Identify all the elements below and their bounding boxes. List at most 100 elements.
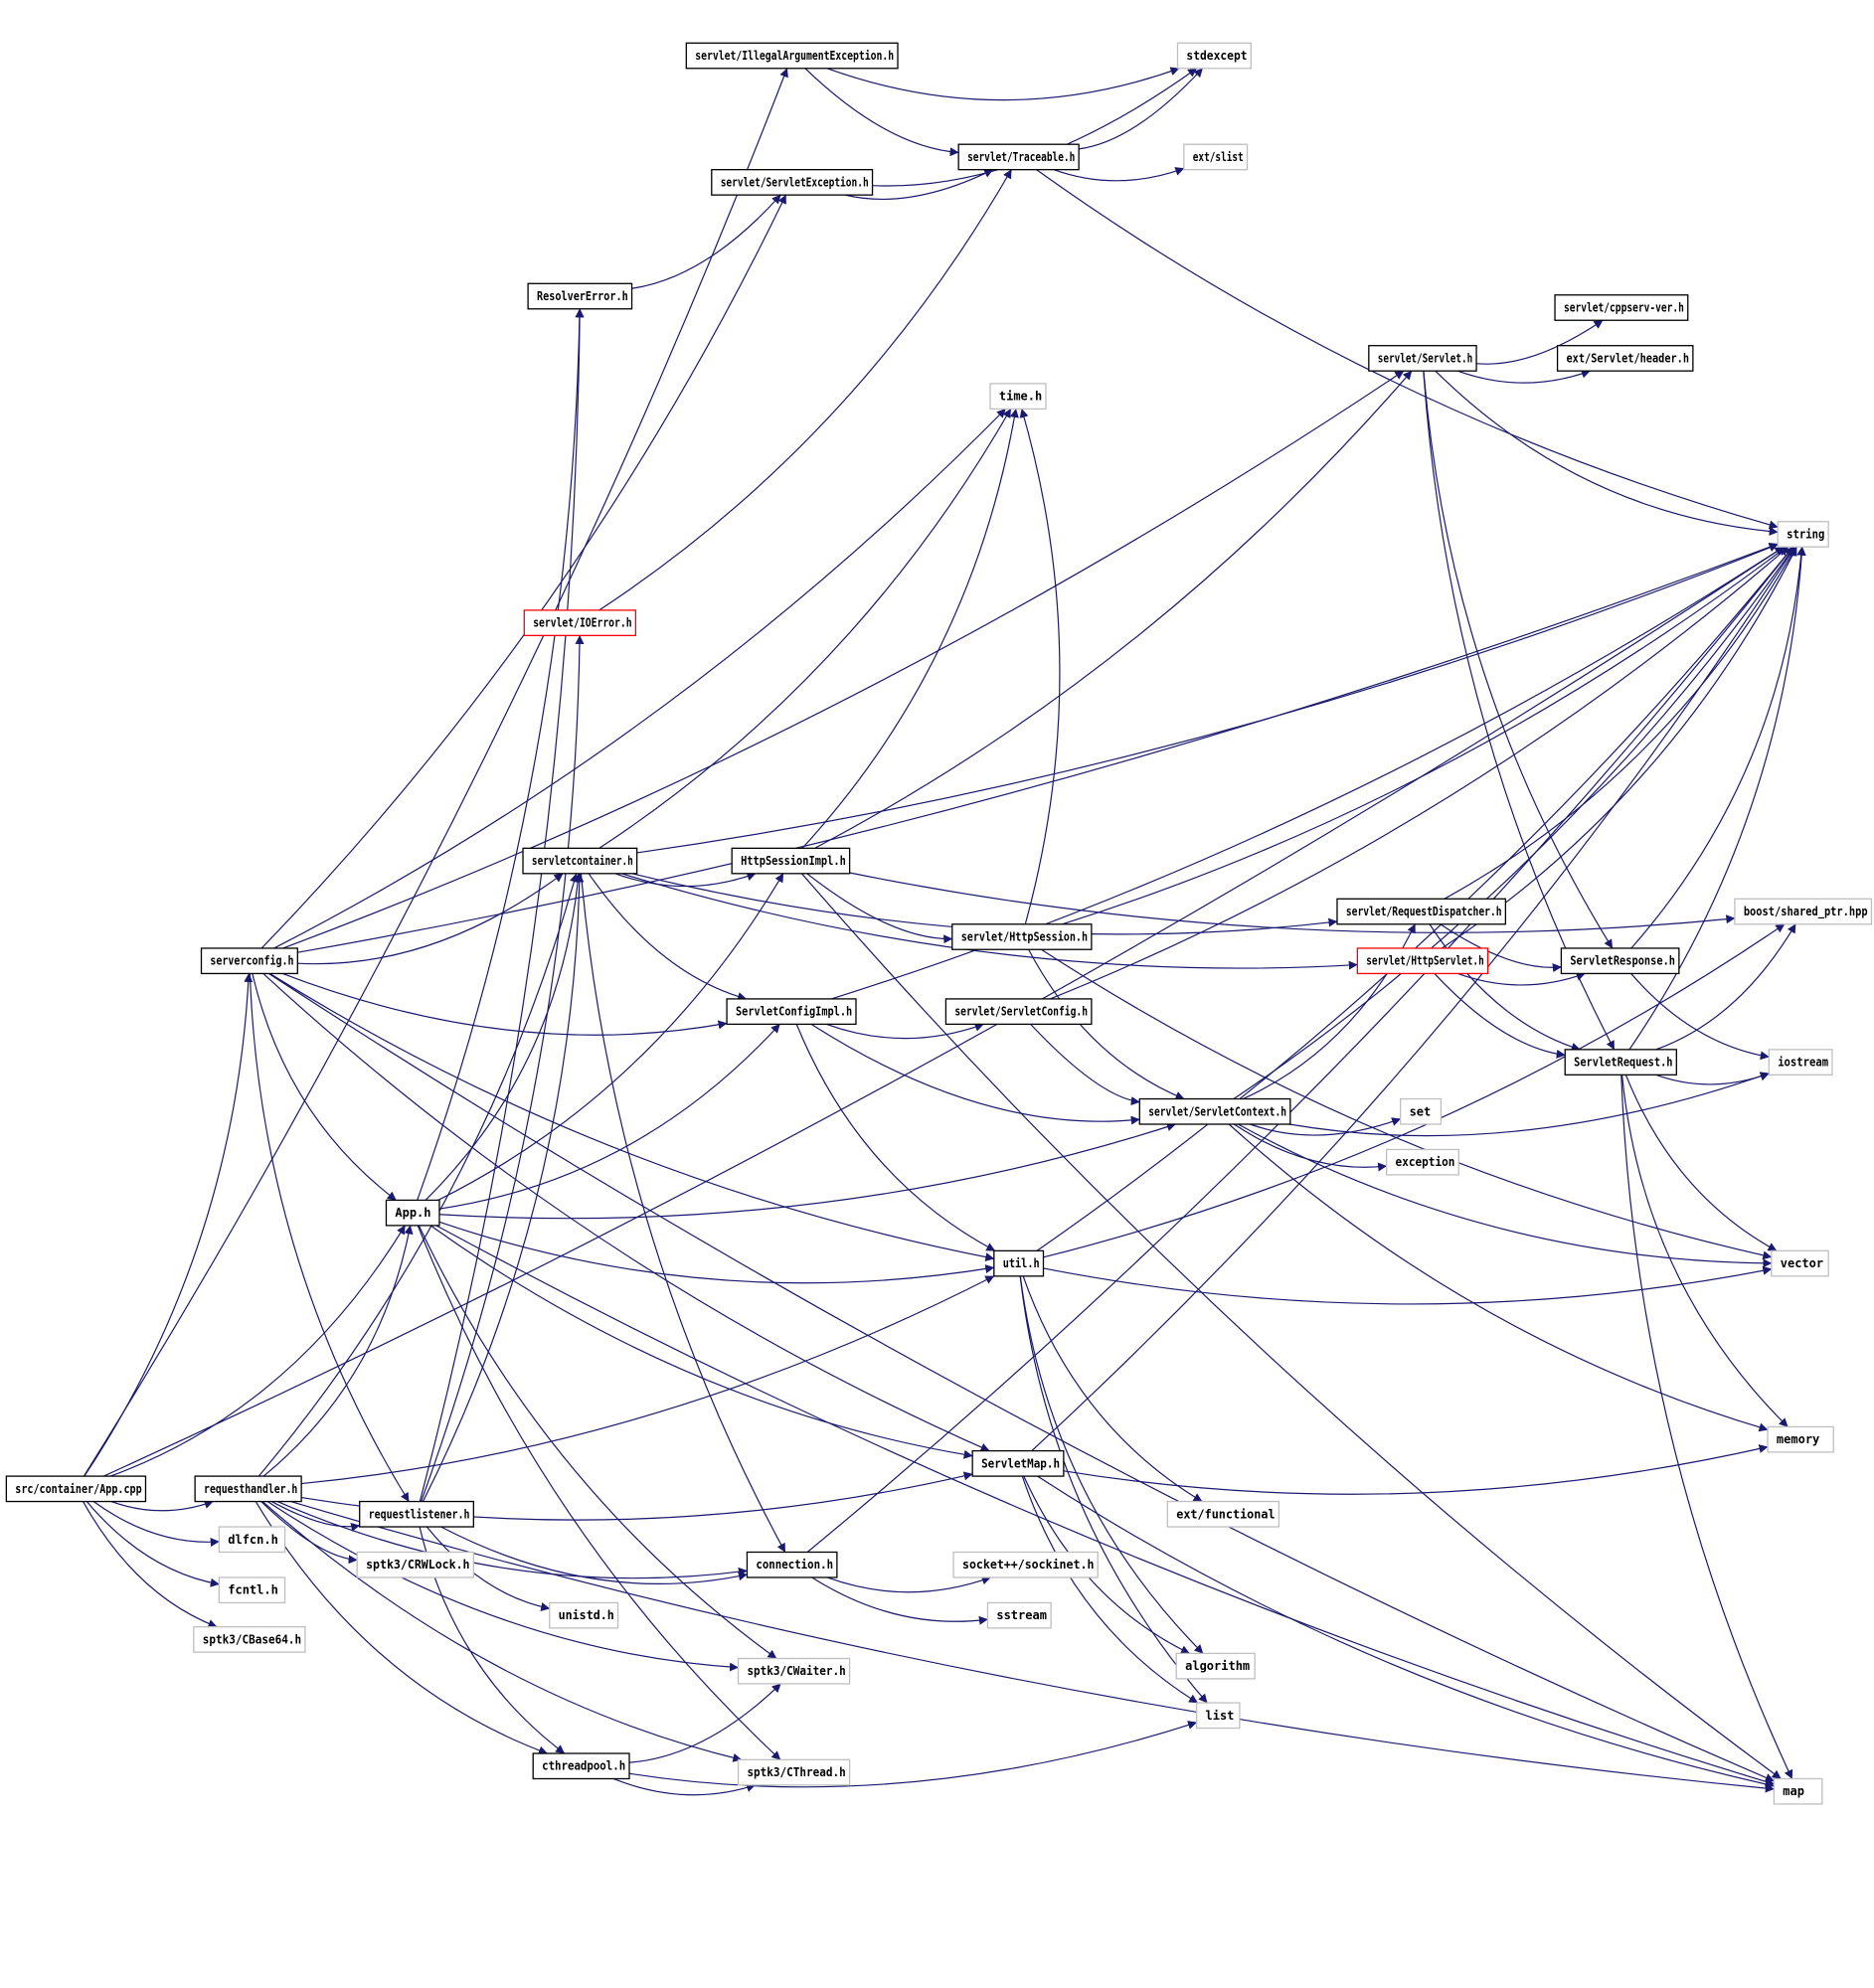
- node-extslist: ext/slist: [1183, 143, 1249, 171]
- node-servletcontainer[interactable]: servletcontainer.h: [522, 847, 638, 875]
- node-requestdispatcher[interactable]: servlet/RequestDispatcher.h: [1336, 898, 1507, 925]
- node-box-set: [1400, 1097, 1443, 1125]
- node-httpsession[interactable]: servlet/HttpSession.h: [951, 923, 1093, 950]
- node-box-ioerror: [523, 609, 637, 637]
- edge-serverconfig-to-servlet: [282, 370, 1405, 949]
- node-box-servletexception: [711, 169, 874, 196]
- edge-servlet-to-cppservver: [1476, 319, 1604, 365]
- edge-servlet-to-extheader: [1457, 369, 1591, 384]
- node-connection[interactable]: connection.h: [746, 1551, 838, 1578]
- node-cwaiter: sptk3/CWaiter.h: [737, 1657, 851, 1685]
- edge-servletexception-to-traceable: [844, 169, 994, 200]
- node-label-unistd: unistd.h: [559, 1608, 614, 1622]
- node-servlet[interactable]: servlet/Servlet.h: [1368, 345, 1477, 372]
- node-label-illegalarg: servlet/IllegalArgumentException.h: [695, 49, 894, 63]
- node-servletmap[interactable]: ServletMap.h: [971, 1449, 1065, 1477]
- node-extheader[interactable]: ext/Servlet/header.h: [1556, 345, 1694, 372]
- node-ioerror[interactable]: servlet/IOError.h: [523, 609, 637, 637]
- node-box-extslist: [1183, 143, 1249, 171]
- node-httpsessionimpl[interactable]: HttpSessionImpl.h: [731, 847, 851, 875]
- node-label-sharedptr: boost/shared_ptr.hpp: [1744, 905, 1868, 919]
- node-label-extheader: ext/Servlet/header.h: [1567, 351, 1690, 365]
- node-fcntl: fcntl.h: [218, 1576, 286, 1604]
- edge-servletcontext-to-exception: [1233, 1123, 1388, 1172]
- edge-servletrequest-to-string: [1628, 546, 1806, 1051]
- node-requestlistener[interactable]: requestlistener.h: [359, 1500, 474, 1528]
- node-app_cpp[interactable]: src/container/App.cpp: [5, 1475, 147, 1503]
- node-box-sockinet: [952, 1551, 1099, 1578]
- node-box-httpservlet: [1356, 947, 1489, 975]
- edge-traceable-to-stdexcept: [1079, 68, 1204, 150]
- node-servletrequest[interactable]: ServletRequest.h: [1564, 1049, 1677, 1076]
- edge-util-to-algorithm: [1019, 1275, 1204, 1654]
- edge-util-to-list: [1019, 1275, 1208, 1704]
- edge-servletcontainer-to-httpsessionimpl: [614, 872, 757, 888]
- node-label-vector: vector: [1781, 1256, 1823, 1270]
- edge-requestlistener-to-connection: [440, 1526, 748, 1584]
- node-label-servletexception: servlet/ServletException.h: [721, 175, 869, 189]
- node-box-httpsession: [951, 923, 1093, 950]
- edge-servletmap-to-string: [1031, 546, 1795, 1452]
- node-box-exception: [1385, 1148, 1459, 1176]
- node-traceable[interactable]: servlet/Traceable.h: [957, 143, 1080, 171]
- node-algorithm: algorithm: [1175, 1652, 1256, 1680]
- edge-httpsessionimpl-to-httpsession: [806, 873, 953, 944]
- node-servletconfigimpl[interactable]: ServletConfigImpl.h: [726, 998, 857, 1026]
- node-box-sharedptr: [1734, 898, 1873, 925]
- edge-requesthandler-to-cwaiter: [266, 1501, 739, 1672]
- node-exception: exception: [1385, 1148, 1459, 1176]
- node-illegalarg[interactable]: servlet/IllegalArgumentException.h: [685, 42, 899, 70]
- node-box-dlfcn: [218, 1526, 286, 1554]
- edge-httpsession-to-string: [1062, 546, 1788, 925]
- node-label-httpsession: servlet/HttpSession.h: [961, 930, 1088, 944]
- edge-httpsessionimpl-to-time: [801, 408, 1019, 849]
- edge-servletmap-to-algorithm: [1023, 1475, 1190, 1654]
- node-serverconfig[interactable]: serverconfig.h: [200, 947, 298, 975]
- edge-requestlistener-to-servletcontainer: [422, 873, 585, 1502]
- node-label-httpservlet: servlet/HttpServlet.h: [1366, 954, 1483, 968]
- node-label-traceable: servlet/Traceable.h: [967, 150, 1075, 164]
- node-httpservlet[interactable]: servlet/HttpServlet.h: [1356, 947, 1489, 975]
- edge-util-to-string: [1036, 546, 1793, 1251]
- node-box-extheader: [1556, 345, 1694, 372]
- node-box-cthreadpool: [532, 1752, 630, 1780]
- node-cthreadpool[interactable]: cthreadpool.h: [532, 1752, 630, 1780]
- edge-httpservlet-to-servletrequest: [1434, 973, 1566, 1059]
- node-resolvererror[interactable]: ResolverError.h: [527, 282, 633, 310]
- node-box-cbase64: [193, 1625, 306, 1653]
- edge-app_h-to-cwaiter: [418, 1225, 777, 1659]
- node-label-set: set: [1410, 1104, 1432, 1118]
- edge-app_h-to-resolvererror: [417, 308, 585, 1201]
- node-util[interactable]: util.h: [993, 1249, 1045, 1277]
- edge-traceable-to-string: [1036, 169, 1779, 530]
- node-app_h[interactable]: App.h: [385, 1199, 440, 1227]
- node-servletexception[interactable]: servlet/ServletException.h: [711, 169, 874, 196]
- node-box-app_cpp: [5, 1475, 147, 1503]
- edge-servletrequest-to-vector: [1624, 1075, 1778, 1251]
- node-map: map: [1773, 1777, 1823, 1805]
- edge-httpsessionimpl-to-sharedptr: [849, 872, 1736, 933]
- node-label-requesthandler: requesthandler.h: [204, 1482, 297, 1496]
- node-box-crwlock: [356, 1551, 474, 1578]
- node-box-requestdispatcher: [1336, 898, 1507, 925]
- edge-app_h-to-map: [435, 1225, 1775, 1786]
- node-label-map: map: [1783, 1784, 1804, 1798]
- edge-servlet-to-string: [1435, 370, 1779, 536]
- edge-app_cpp-to-fcntl: [85, 1501, 220, 1587]
- node-servletresponse[interactable]: ServletResponse.h: [1560, 947, 1680, 975]
- node-box-sstream: [986, 1601, 1052, 1629]
- node-cppservver[interactable]: servlet/cppserv-ver.h: [1554, 294, 1689, 321]
- node-label-extfunctional: ext/functional: [1176, 1507, 1275, 1521]
- edge-requesthandler-to-map: [290, 1500, 1775, 1793]
- node-label-sstream: sstream: [996, 1608, 1047, 1622]
- edge-connection-to-string: [806, 546, 1794, 1553]
- node-box-extfunctional: [1166, 1500, 1280, 1528]
- node-servletcontext[interactable]: servlet/ServletContext.h: [1138, 1097, 1291, 1125]
- edge-servletrequest-to-memory: [1620, 1075, 1789, 1427]
- node-servletconfig[interactable]: servlet/ServletConfig.h: [944, 998, 1093, 1026]
- edge-requestlistener-to-unistd: [426, 1526, 551, 1611]
- nodes-layer: src/container/App.cpp serverconfig.h reque…: [5, 42, 1873, 1805]
- node-requesthandler[interactable]: requesthandler.h: [194, 1475, 302, 1503]
- node-label-iostream: iostream: [1778, 1056, 1828, 1070]
- edge-app_cpp-to-string: [103, 546, 1785, 1477]
